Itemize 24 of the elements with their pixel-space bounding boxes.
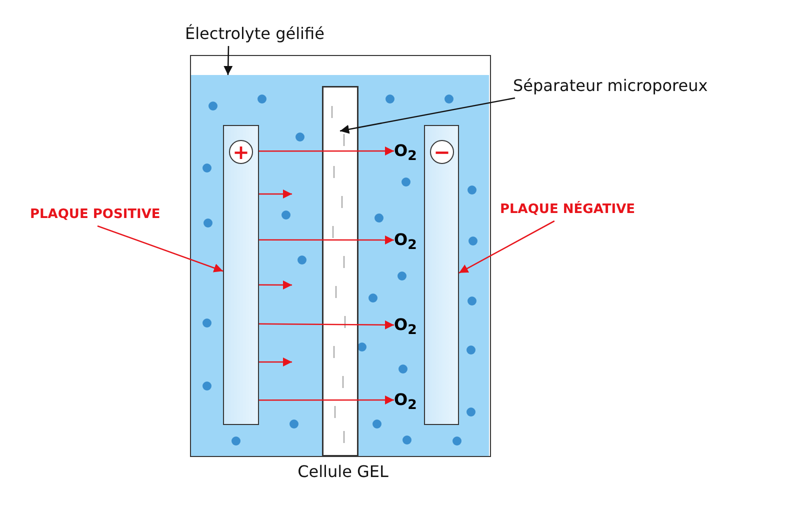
arrow xyxy=(259,189,292,199)
formula-label: O$_{2}$ xyxy=(394,140,424,162)
leader-line xyxy=(224,46,233,76)
formula-label: O$_{2}$ xyxy=(394,229,424,251)
label-text: PLAQUE NÉGATIVE xyxy=(500,199,660,221)
label-text: PLAQUE POSITIVE xyxy=(30,204,180,226)
arrow xyxy=(259,357,292,367)
label-text: Séparateur microporeux xyxy=(513,74,713,98)
formula-label: O$_{2}$ xyxy=(394,389,424,411)
leader-line xyxy=(97,225,224,272)
arrow xyxy=(259,395,394,405)
formula-label: O$_{2}$ xyxy=(394,314,424,336)
polarity-symbol: + xyxy=(229,140,253,164)
label-text: Électrolyte gélifié xyxy=(185,22,330,46)
leader-line xyxy=(458,220,555,274)
electrode-plate xyxy=(223,125,259,425)
arrow xyxy=(259,235,394,245)
caption: Cellule GEL xyxy=(296,461,390,483)
electrode-plate xyxy=(424,125,459,425)
polarity-symbol: − xyxy=(430,140,454,164)
arrow xyxy=(259,280,292,290)
arrow xyxy=(259,320,394,330)
leader-line xyxy=(340,97,516,134)
arrow xyxy=(259,146,394,156)
